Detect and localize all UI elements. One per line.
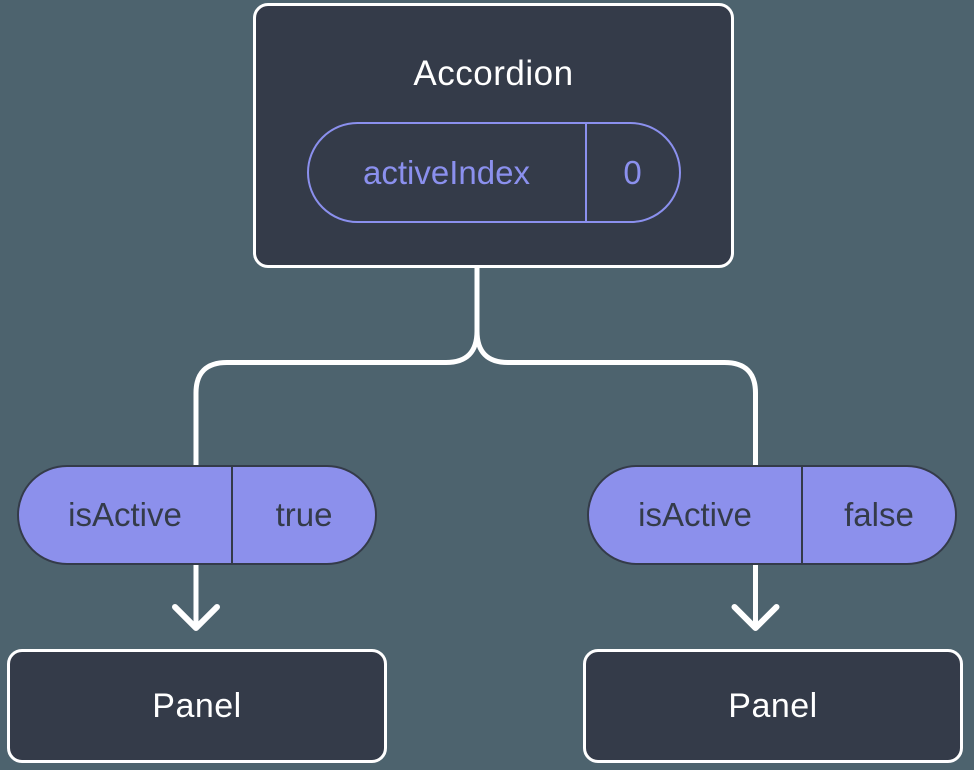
branch-line-left xyxy=(193,260,480,625)
arrow-down-icon xyxy=(172,604,220,631)
prop-pill-right: isActive false xyxy=(587,465,957,565)
panel-node-title: Panel xyxy=(728,686,818,725)
panel-node-title: Panel xyxy=(152,686,242,725)
accordion-node-box: Accordion activeIndex 0 xyxy=(253,3,734,268)
state-pill: activeIndex 0 xyxy=(306,122,681,223)
accordion-node-title: Accordion xyxy=(413,54,574,93)
prop-pill-left: isActive true xyxy=(17,465,377,565)
panel-node-box-right: Panel xyxy=(583,649,963,763)
prop-pill-name: isActive xyxy=(638,496,752,533)
prop-pill-value: true xyxy=(231,467,375,563)
state-pill-value: 0 xyxy=(584,124,679,221)
panel-node-box-left: Panel xyxy=(7,649,387,763)
branch-line-right xyxy=(474,260,758,625)
state-pill-name: activeIndex xyxy=(363,153,530,191)
prop-pill-value: false xyxy=(801,467,955,563)
prop-pill-name: isActive xyxy=(68,496,182,533)
arrow-down-icon xyxy=(731,604,780,631)
